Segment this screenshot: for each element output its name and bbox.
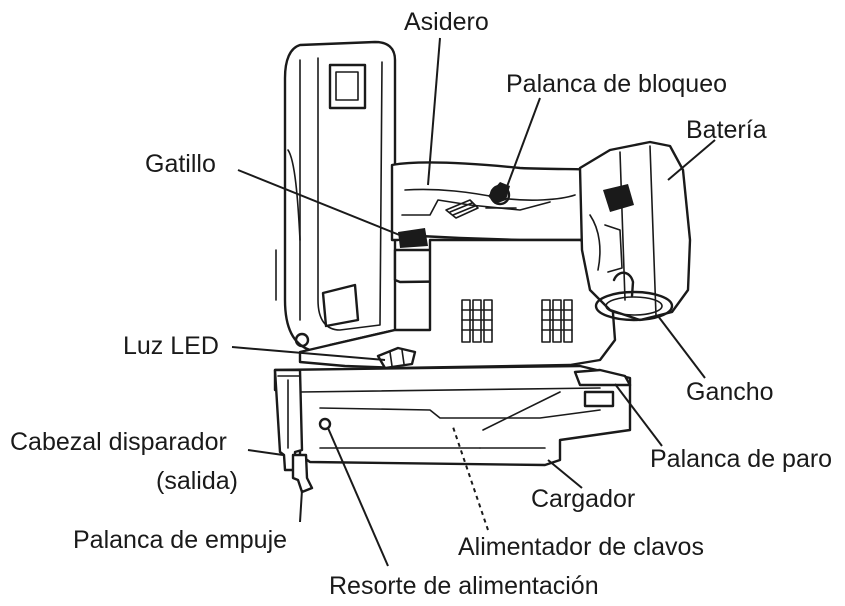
leader-cargador: [547, 459, 583, 489]
leader-alimentador: [451, 423, 489, 531]
label-cabezal-line2: (salida): [156, 467, 238, 495]
label-palanca-bloqueo: Palanca de bloqueo: [506, 70, 727, 98]
leader-bateria: [667, 139, 716, 181]
leader-gancho: [657, 315, 706, 379]
magazine: [273, 364, 632, 467]
leader-gatillo: [237, 169, 403, 237]
leader-resorte: [327, 427, 389, 567]
leader-palanca-paro: [614, 383, 663, 447]
led-light: [376, 346, 417, 370]
leader-asidero: [427, 37, 441, 186]
nailer-illustration: [273, 40, 692, 494]
label-cargador: Cargador: [531, 485, 635, 513]
label-luz-led: Luz LED: [123, 332, 219, 360]
lock-lever: [485, 182, 517, 209]
vent-left: [461, 299, 493, 343]
driver-head: [273, 368, 314, 494]
leader-palanca-bloqueo: [501, 97, 541, 201]
label-palanca-empuje: Palanca de empuje: [73, 526, 287, 554]
leader-palanca-empuje: [299, 489, 303, 523]
label-palanca-paro: Palanca de paro: [650, 445, 832, 473]
label-alimentador: Alimentador de clavos: [458, 533, 704, 561]
label-resorte: Resorte de alimentación: [329, 572, 599, 600]
label-asidero: Asidero: [404, 8, 489, 36]
label-cabezal-line1: Cabezal disparador: [10, 428, 227, 456]
leader-luz-led: [231, 346, 386, 361]
battery-pack: [578, 140, 692, 322]
label-gancho: Gancho: [686, 378, 774, 406]
leader-cabezal: [247, 449, 284, 456]
vent-right: [541, 299, 573, 343]
motor-housing: [275, 40, 397, 354]
leader-lines: [231, 37, 716, 567]
label-gatillo: Gatillo: [145, 150, 216, 178]
lower-body: [298, 238, 617, 370]
label-bateria: Batería: [686, 116, 767, 144]
callout-labels: Asidero Palanca de bloqueo Batería Gatil…: [10, 8, 832, 600]
